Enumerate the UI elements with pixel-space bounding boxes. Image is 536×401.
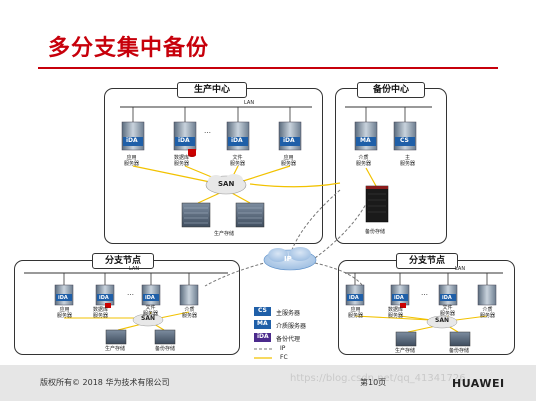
branch-right-server-2-label: 数据库 服务器	[388, 307, 404, 319]
branch-left-server-3-badge: iDA	[145, 295, 155, 301]
footer-bar	[0, 365, 536, 401]
branch-right-storage-2-label: 备份存储	[449, 348, 470, 354]
branch-left-server-3-label: 文件 服务器	[143, 305, 159, 317]
footer-copyright: 版权所有© 2018 华为技术有限公司	[40, 378, 170, 387]
branch-left-lan-drops	[63, 273, 190, 285]
branch-right-san-cloud-icon	[426, 315, 458, 329]
production-san-cloud-icon	[205, 174, 247, 195]
legend-fc-text: FC	[280, 354, 288, 361]
legend-key-ida: iDA	[257, 333, 269, 340]
production-server-2-badge: iDA	[178, 137, 190, 144]
branch-left-server-2-badge: iDA	[99, 295, 109, 301]
branch-right-header: 分支节点	[396, 253, 458, 269]
page-title: 多分支集中备份	[48, 36, 210, 61]
branch-right-lan-drops	[354, 273, 488, 285]
legend-key-cs: CS	[258, 307, 267, 314]
backup-storage-icon	[365, 185, 389, 223]
branch-right-storage-icons	[395, 331, 471, 347]
branch-left-ellipsis: …	[127, 289, 134, 297]
branch-right-server-1-badge: iDA	[349, 295, 359, 301]
branch-left-san-label: SAN	[141, 315, 155, 322]
branch-left-server-4-label: 介质 服务器	[182, 307, 198, 319]
ip-links	[204, 189, 367, 287]
production-server-2-label: 数据库 服务器	[174, 155, 190, 167]
branch-left-server-2-label: 数据库 服务器	[93, 307, 109, 319]
branch-right-server-1-label: 应用 服务器	[348, 307, 364, 319]
branch-right-server-icons	[345, 284, 497, 308]
production-server-4-badge: iDA	[283, 137, 295, 144]
production-center-header: 生产中心	[177, 82, 247, 98]
production-san-label: SAN	[218, 180, 235, 188]
huawei-logo: HUAWEI	[452, 377, 505, 390]
legend-ma-text: 介质服务器	[276, 323, 307, 330]
footer-page-number: 第10页	[360, 378, 387, 387]
production-server-1-label: 应用 服务器	[124, 155, 140, 167]
production-fc-lines	[132, 165, 341, 204]
legend-ip-text: IP	[280, 345, 286, 352]
master-server-badge: CS	[400, 137, 409, 144]
ip-label: IP	[284, 255, 292, 263]
branch-left-server-icons	[54, 284, 199, 308]
branch-left-header: 分支节点	[92, 253, 154, 269]
backup-storage-label: 备份存储	[365, 229, 386, 235]
production-server-2-icon	[173, 121, 197, 157]
branch-right-ellipsis: …	[421, 289, 428, 297]
ip-cloud-icon	[263, 247, 317, 271]
branch-right-storage-1-label: 生产存储	[395, 348, 416, 354]
master-server-label: 主 服务器	[400, 155, 416, 167]
legend	[254, 307, 272, 359]
branch-left-san-cloud-icon	[132, 313, 164, 327]
media-server-icon	[354, 121, 378, 151]
production-server-4-label: 应用 服务器	[281, 155, 297, 167]
footer-watermark: https://blog.csdn.net/qq_41341726	[290, 373, 466, 384]
title-divider	[38, 67, 498, 69]
branch-left-server-1-badge: iDA	[58, 295, 68, 301]
branch-left-server-1-label: 应用 服务器	[57, 307, 73, 319]
branch-right-server-2-badge: iDA	[394, 295, 404, 301]
master-server-icon	[393, 121, 417, 151]
production-lan-label: LAN	[244, 100, 255, 106]
branch-left-storage-icons	[105, 329, 176, 345]
legend-cs-text: 主服务器	[276, 310, 301, 317]
branch-right-lan-label: LAN	[455, 266, 466, 272]
production-server-3-badge: iDA	[231, 137, 243, 144]
production-lan-drops	[132, 107, 291, 122]
branch-right-server-3-label: 文件 服务器	[440, 305, 456, 317]
production-server-1-badge: iDA	[126, 137, 138, 144]
legend-ida-text: 备份代理	[276, 336, 301, 343]
media-server-badge: MA	[360, 137, 371, 144]
production-server-1-icon	[121, 121, 145, 151]
production-server-3-label: 文件 服务器	[230, 155, 246, 167]
backup-fc-line	[365, 167, 377, 187]
production-storage-label: 生产存储	[214, 231, 235, 237]
branch-right-san-label: SAN	[435, 317, 449, 324]
branch-left-storage-2-label: 备份存储	[155, 346, 176, 352]
production-ellipsis: …	[204, 127, 211, 135]
legend-key-ma: MA	[257, 320, 268, 327]
media-server-label: 介质 服务器	[356, 155, 372, 167]
backup-center-header: 备份中心	[357, 82, 425, 98]
branch-left-storage-1-label: 生产存储	[105, 346, 126, 352]
branch-left-fc-lines	[64, 311, 190, 331]
branch-right-fc-lines	[354, 315, 488, 333]
branch-left-lan-label: LAN	[129, 266, 140, 272]
production-server-4-icon	[278, 121, 302, 151]
backup-lan-drops	[365, 107, 406, 122]
branch-right-server-3-badge: iDA	[442, 295, 452, 301]
production-storage-icon	[181, 202, 265, 228]
production-server-3-icon	[226, 121, 250, 151]
branch-right-server-4-label: 介质 服务器	[480, 307, 496, 319]
